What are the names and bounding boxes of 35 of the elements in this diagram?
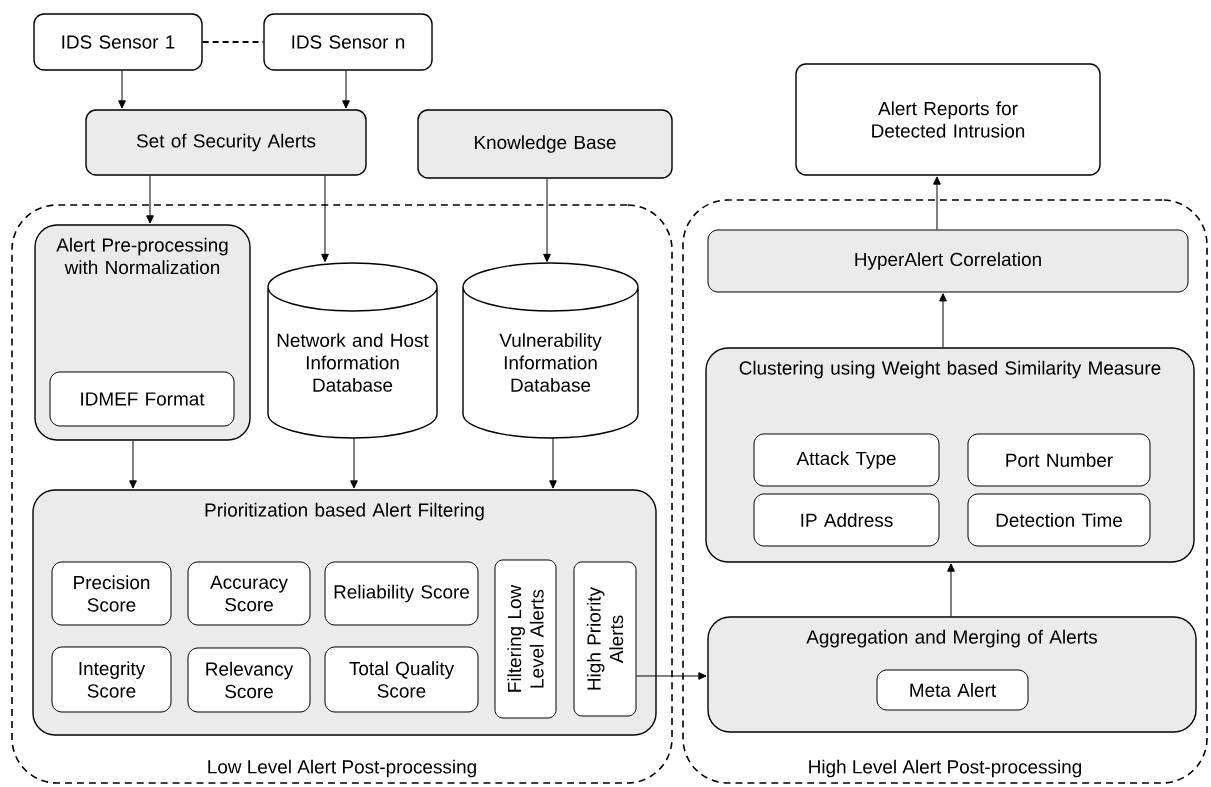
arrow bbox=[939, 293, 947, 348]
process-box: Detection Time bbox=[967, 493, 1151, 547]
arrow bbox=[549, 437, 557, 489]
process-box: Meta Alert bbox=[876, 669, 1029, 711]
process-box: IDS Sensor 1 bbox=[33, 13, 203, 71]
arrow bbox=[350, 437, 358, 489]
process-box: Reliability Score bbox=[324, 561, 479, 626]
process-box: Integrity Score bbox=[51, 646, 172, 713]
database-cylinder: Vulnerability Information Database bbox=[462, 262, 639, 439]
process-box: Set of Security Alerts bbox=[85, 109, 367, 176]
process-box: Filtering Low Level Alerts bbox=[494, 559, 557, 719]
arrow bbox=[636, 672, 707, 680]
process-box: HyperAlert Correlation bbox=[707, 229, 1189, 293]
process-box: Relevancy Score bbox=[187, 647, 311, 713]
process-box: Alert Reports for Detected Intrusion bbox=[795, 63, 1101, 176]
arrow bbox=[947, 563, 955, 617]
process-box: Accuracy Score bbox=[187, 561, 311, 626]
process-box: IP Address bbox=[753, 493, 940, 547]
process-box: Total Quality Score bbox=[324, 646, 479, 713]
process-box: High Priority Alerts bbox=[573, 561, 637, 717]
arrow bbox=[543, 178, 551, 263]
arrow bbox=[118, 70, 126, 109]
arrow bbox=[321, 175, 329, 263]
arrow bbox=[933, 176, 941, 230]
process-box: Port Number bbox=[967, 433, 1151, 487]
process-box: Precision Score bbox=[51, 561, 172, 626]
arrow bbox=[129, 440, 137, 489]
process-box: IDS Sensor n bbox=[263, 13, 433, 71]
arrow bbox=[146, 175, 154, 224]
connector-line bbox=[201, 41, 265, 43]
process-box: Knowledge Base bbox=[417, 109, 673, 179]
arrow bbox=[342, 70, 350, 109]
process-box: Attack Type bbox=[753, 433, 940, 487]
database-cylinder: Network and Host Information Database bbox=[267, 262, 438, 439]
process-box: IDMEF Format bbox=[49, 371, 235, 427]
